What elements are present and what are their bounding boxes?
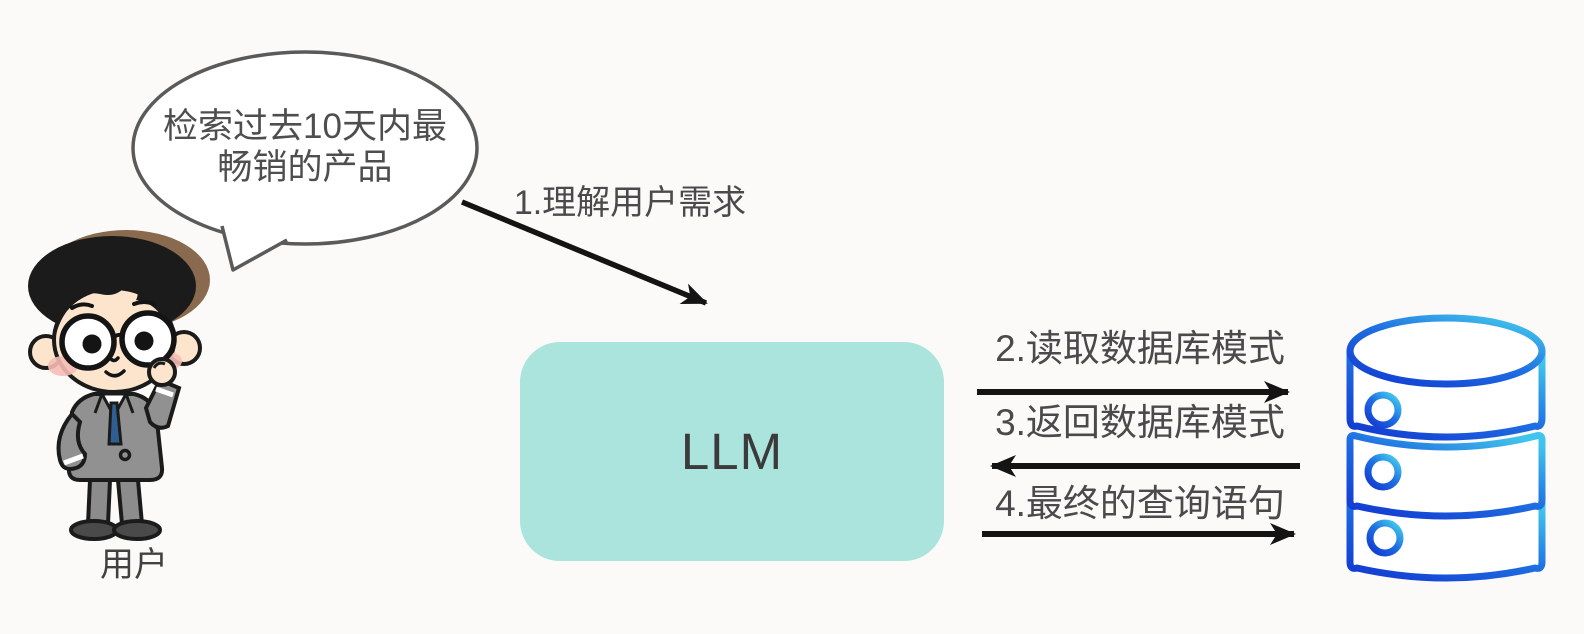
- thumb: [152, 361, 166, 369]
- nose: [108, 356, 120, 363]
- left-eye: [82, 334, 102, 354]
- right-eye: [134, 331, 154, 351]
- right-shoe: [112, 519, 162, 541]
- right-leg: [115, 478, 145, 526]
- llm-node-label: LLM: [680, 423, 784, 480]
- db-top-ellipse: [1346, 314, 1546, 388]
- user-avatar: [28, 230, 210, 541]
- speech-bubble-text: 检索过去10天内最 畅销的产品: [152, 106, 458, 188]
- left-shoe: [69, 519, 119, 541]
- db-led-3: [1366, 519, 1404, 557]
- glasses-bridge: [111, 332, 125, 340]
- speech-bubble-line-2: 畅销的产品: [217, 148, 393, 187]
- db-led-2: [1364, 453, 1402, 491]
- step-2-label: 2.读取数据库模式: [995, 328, 1285, 369]
- user-label: 用户: [100, 546, 168, 584]
- left-eyebrow: [70, 302, 94, 310]
- jacket-button: [118, 448, 132, 462]
- right-arm: [143, 377, 182, 430]
- left-cuff-stripe: [63, 453, 84, 466]
- database-icon: [1346, 314, 1546, 582]
- speech-bubble-line-1: 检索过去10天内最: [163, 107, 447, 146]
- step-4-label: 4.最终的查询语句: [995, 483, 1285, 524]
- right-cuff-stripe: [155, 386, 174, 398]
- hair-bangs: [55, 276, 173, 334]
- step-3-label: 3.返回数据库模式: [995, 402, 1285, 443]
- right-eyebrow: [132, 300, 156, 306]
- tie: [107, 401, 123, 446]
- db-tier-2: [1346, 432, 1546, 520]
- db-led-1: [1364, 391, 1402, 429]
- lapels: [93, 393, 135, 414]
- llm-node: LLM: [520, 342, 944, 561]
- left-leg: [85, 478, 113, 526]
- mouth: [104, 369, 126, 378]
- step-1-label: 1.理解用户需求: [513, 184, 747, 222]
